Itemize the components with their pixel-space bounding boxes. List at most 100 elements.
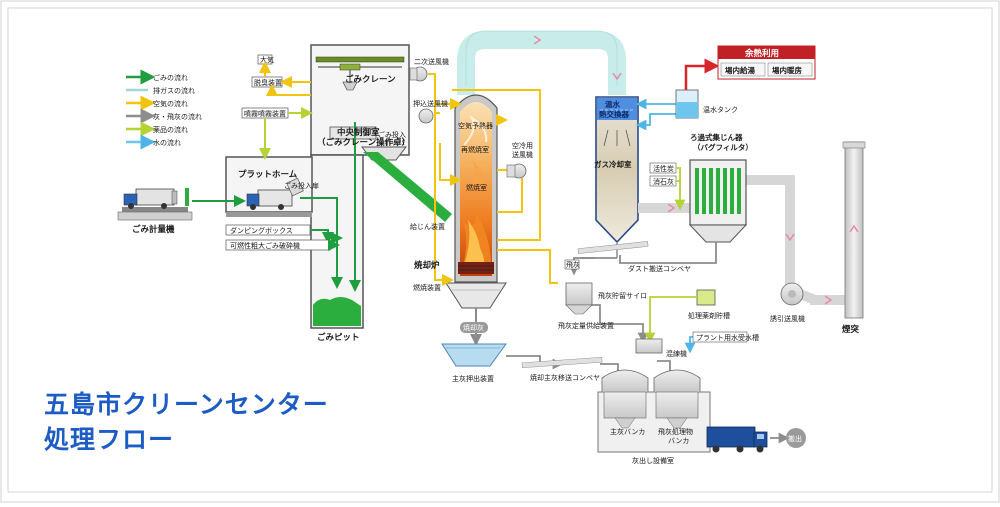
label-combustion-device: 燃焼装置 <box>413 283 441 292</box>
legend-label: ごみの流れ <box>153 73 188 82</box>
label-hot-water-supply: 場内給湯 <box>725 65 755 75</box>
forced-draft-fan <box>418 108 434 124</box>
chemical-supply <box>649 162 686 211</box>
label-bottom-ash-conveyor: 焼却主灰移送コンベヤ <box>530 373 600 382</box>
hot-water-tank <box>675 89 699 119</box>
label-bag-filter: ろ過式集じん器 <box>690 132 743 142</box>
legend-label: 空気の流れ <box>153 99 188 108</box>
label-chemical-tank: 処理薬剤貯槽 <box>688 311 730 320</box>
flow-arrow-icon <box>533 35 542 45</box>
induced-draft-fan <box>780 282 804 306</box>
label-stack: 煙突 <box>842 324 860 335</box>
bottom-ash-badge: 焼却灰 <box>460 322 488 333</box>
svg-text:大気: 大気 <box>260 55 274 64</box>
label-heat-utilization: 余熱利用 <box>744 48 779 59</box>
label-feeder: 給じん装置 <box>410 222 445 231</box>
feed-chute <box>363 152 452 222</box>
pit-waste <box>313 297 361 326</box>
heat-flow-arrow <box>684 58 720 90</box>
legend-label: 排ガスの流れ <box>153 86 195 95</box>
label-bottom-ash-bunker: 主灰バンカ <box>610 427 645 436</box>
legend-item: 空気の流れ <box>126 95 188 111</box>
legend-item: 灰・飛灰の流れ <box>126 108 202 124</box>
label-hot-water: 温水 <box>605 99 620 109</box>
label-cooling-fan: 空冷用 <box>512 141 533 150</box>
label-quantitative-feeder: 飛灰定量供給装置 <box>558 321 614 330</box>
svg-text:ダンピングボックス: ダンピングボックス <box>230 226 293 235</box>
label-pit: ごみピット <box>317 332 360 343</box>
label-incinerator: 焼却炉 <box>413 260 440 271</box>
svg-text:脱臭装置: 脱臭装置 <box>254 78 282 87</box>
label-hot-water-tank: 温水タンク <box>703 105 738 114</box>
truck-scale <box>117 188 193 221</box>
packer-truck-icon <box>246 177 304 210</box>
label-reburn-chamber: 再燃焼室 <box>461 145 489 154</box>
packer-truck-icon <box>123 188 178 209</box>
label-control-room-sub: （ごみクレーン操作卓） <box>317 137 410 148</box>
dump-truck-icon <box>706 426 768 453</box>
bag-filter <box>688 159 748 243</box>
exhaust-duct <box>457 30 626 95</box>
label-forced-fan: 押込送風機 <box>413 99 448 108</box>
air-flow-lines <box>428 73 558 286</box>
bottom-ash-discharger <box>441 343 507 367</box>
incinerator <box>445 94 507 346</box>
label-crane: ごみクレーン <box>345 74 396 85</box>
label-weighbridge: ごみ計量機 <box>132 224 175 235</box>
legend-item: 排ガスの流れ <box>126 86 195 95</box>
label-gas-cooler: ガス冷却室 <box>594 159 632 169</box>
chemical-tank <box>644 289 716 344</box>
label-bag-filter-sub: （バグフィルタ） <box>693 142 753 152</box>
label-plant-water: プラント用水受水槽 <box>696 333 759 342</box>
label-hopper-sub: ホッパ <box>384 139 405 147</box>
label-feed-door: ごみ投入扉 <box>284 181 319 190</box>
label-combustion-chamber: 燃焼室 <box>466 183 487 192</box>
secondary-fan <box>409 66 428 82</box>
label-slaked-lime: 消石灰 <box>653 177 674 186</box>
label-ash-room: 灰出し設備室 <box>632 456 674 465</box>
label-heat-exchanger: 熱交換器 <box>599 109 629 119</box>
legend: ごみの流れ 排ガスの流れ 空気の流れ 灰・飛灰の流れ 薬品の流れ 水の流れ <box>126 69 202 150</box>
label-heating: 場内暖房 <box>772 65 802 75</box>
label-fly-ash: 飛灰 <box>566 260 580 269</box>
kneader <box>635 338 663 354</box>
cooling-air-fan <box>506 163 527 179</box>
label-fly-ash-bunker-sub: バンカ <box>668 437 689 445</box>
flow-arrow-icon <box>612 72 622 81</box>
stack <box>842 141 866 319</box>
legend-label: 灰・飛灰の流れ <box>153 112 202 121</box>
dust-conveyor <box>577 241 649 254</box>
heat-utilization-box <box>717 45 816 80</box>
label-activated-carbon: 活性炭 <box>653 164 674 173</box>
svg-text:焼却灰: 焼却灰 <box>463 323 484 332</box>
crusher: 可燃性粗大ごみ破砕機 <box>225 239 340 251</box>
gas-cooling-chamber <box>595 96 639 258</box>
legend-item: ごみの流れ <box>126 69 188 85</box>
inner-frame <box>7 7 993 493</box>
legend-label: 薬品の流れ <box>153 125 188 134</box>
label-air-preheater: 空気予熱器 <box>458 121 493 130</box>
svg-text:可燃性粗大ごみ破砕機: 可燃性粗大ごみ破砕機 <box>230 241 300 250</box>
ash-bunker-room <box>597 369 711 453</box>
label-control-room: 中央制御室 <box>337 127 380 138</box>
dispatch-badge <box>786 428 806 448</box>
legend-item: 水の流れ <box>126 134 181 150</box>
label-platform: プラットホーム <box>238 169 298 180</box>
deodorizer: 大気 脱臭装置 噴霧噴霧装置 <box>241 54 313 160</box>
dumping-box: ダンピングボックス <box>225 224 334 244</box>
label-dispatch: 搬出 <box>788 434 802 443</box>
label-fly-ash-silo: 飛灰貯留サイロ <box>598 291 647 300</box>
legend-item: 薬品の流れ <box>126 121 188 137</box>
water-tank-box <box>692 331 748 343</box>
platform <box>225 156 313 217</box>
label-discharger: 主灰押出装置 <box>452 374 494 383</box>
label-secondary-fan: 二次送風機 <box>414 57 449 66</box>
label-cooling-fan-sub: 送風機 <box>512 150 533 159</box>
fly-ash-silo <box>564 259 593 315</box>
page-title: 五島市クリーンセンター <box>44 390 329 419</box>
bottom-ash-conveyor <box>521 356 603 369</box>
svg-text:噴霧噴霧装置: 噴霧噴霧装置 <box>244 109 286 118</box>
